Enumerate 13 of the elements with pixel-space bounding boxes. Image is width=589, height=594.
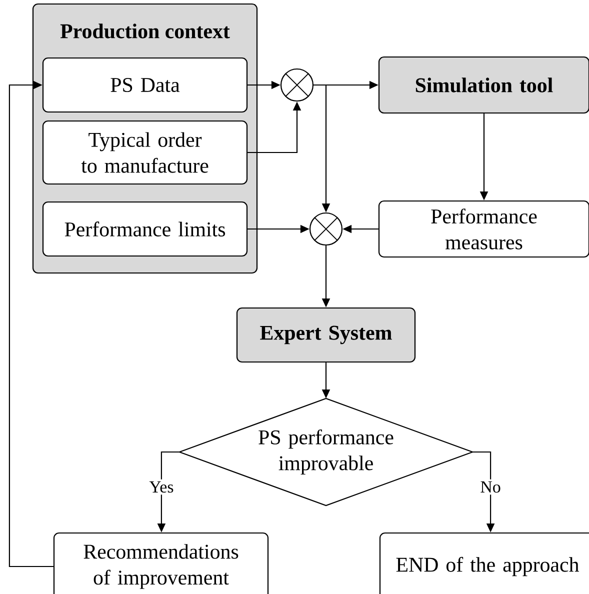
process-box: Expert System <box>236 307 416 363</box>
edge-label: No <box>478 479 503 495</box>
multiplier-symbol <box>309 212 343 246</box>
process-box: Recommendations of improvement <box>53 532 269 594</box>
process-box: Performance measures <box>378 200 589 258</box>
arrow <box>8 80 54 568</box>
process-box: Simulation tool <box>378 56 589 114</box>
process-box: Performance limits <box>42 201 248 257</box>
process-box: PS Data <box>42 57 248 113</box>
process-box: Typical order to manufacture <box>42 120 248 185</box>
multiplier-symbol <box>280 68 314 102</box>
edge-label: Yes <box>147 479 176 495</box>
process-box: END of the approach <box>379 532 589 594</box>
